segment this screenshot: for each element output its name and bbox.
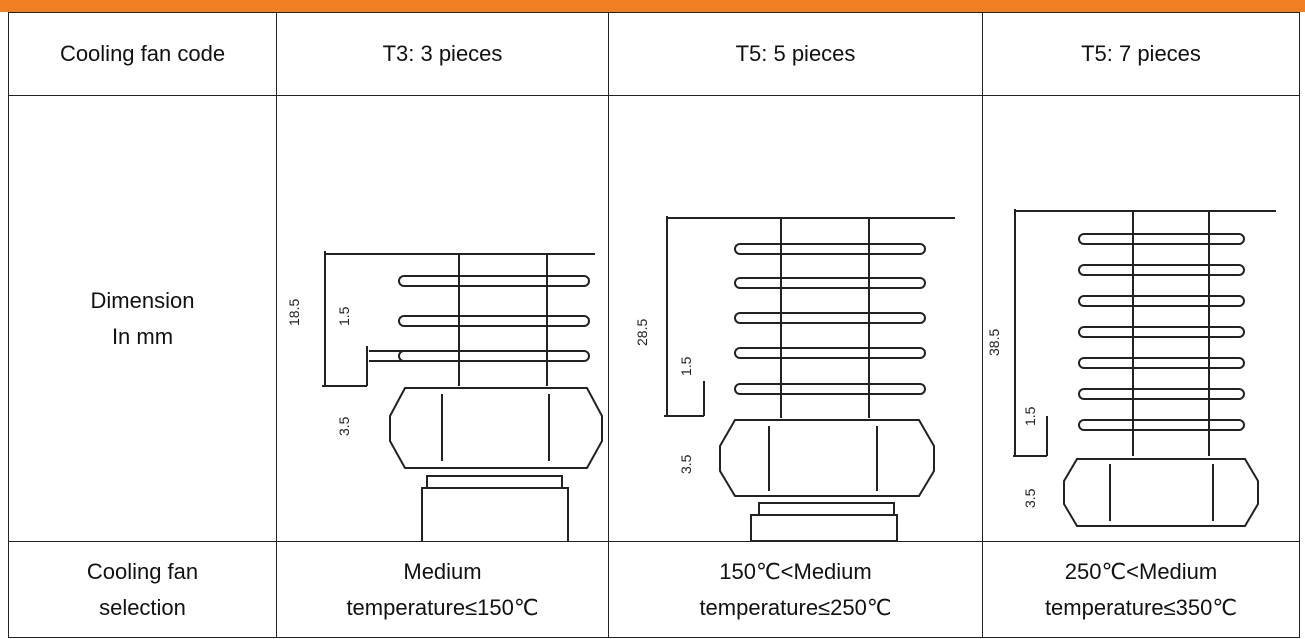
header-t3: T3: 3 pieces [276, 12, 609, 96]
drawing-cell-t5-5: 28.5 1.5 3.5 [608, 95, 983, 542]
cooling-fan-spec-table: Cooling fan code T3: 3 pieces T5: 5 piec… [8, 12, 1300, 638]
dim-fin-t5-7: 1.5 [1022, 406, 1038, 426]
dimension-label: Dimension [90, 287, 195, 313]
header-t5-5: T5: 5 pieces [608, 12, 983, 96]
selection-row: Cooling fan selection Medium temperature… [8, 541, 1300, 638]
selection-t5-5-line2: temperature≤250℃ [699, 594, 892, 620]
row-label-dimension: Dimension In mm [8, 95, 277, 542]
dimension-row: Dimension In mm [8, 95, 1300, 542]
drawing-t3: 18.5 1.5 3.5 [277, 96, 608, 541]
drawing-svg-t5-7: 38.5 1.5 3.5 [986, 209, 1276, 527]
dim-nut-t5-7: 3.5 [1022, 488, 1038, 508]
dim-overall-t3: 18.5 [286, 299, 302, 326]
selection-label-line2: selection [99, 594, 186, 620]
drawing-svg-t3: 18.5 1.5 3.5 [286, 251, 603, 541]
dim-overall-t5-5: 28.5 [634, 319, 650, 346]
dim-nut-t3: 3.5 [336, 416, 352, 436]
selection-t5-7-line1: 250℃<Medium [1064, 558, 1218, 584]
section-banner [0, 0, 1305, 12]
selection-label-line1: Cooling fan [86, 558, 199, 584]
row-label-code: Cooling fan code [8, 12, 277, 96]
drawing-cell-t3: 18.5 1.5 3.5 [276, 95, 609, 542]
dim-fin-t3: 1.5 [336, 306, 352, 326]
drawing-cell-t5-7: 38.5 1.5 3.5 [982, 95, 1300, 542]
header-t5-7: T5: 7 pieces [982, 12, 1300, 96]
selection-t5-7-line2: temperature≤350℃ [1044, 594, 1238, 620]
selection-t3: Medium temperature≤150℃ [276, 541, 609, 638]
drawing-svg-t5-5: 28.5 1.5 3.5 [634, 216, 955, 541]
dimension-unit-label: In mm [111, 323, 174, 349]
dim-fin-t5-5: 1.5 [678, 356, 694, 376]
selection-t3-line2: temperature≤150℃ [346, 594, 539, 620]
selection-t5-7: 250℃<Medium temperature≤350℃ [982, 541, 1300, 638]
drawing-t5-7: 38.5 1.5 3.5 [983, 96, 1299, 541]
selection-t3-line1: Medium [403, 558, 482, 584]
selection-t5-5-line1: 150℃<Medium [719, 558, 872, 584]
row-label-selection: Cooling fan selection [8, 541, 277, 638]
dim-nut-t5-5: 3.5 [678, 454, 694, 474]
header-row: Cooling fan code T3: 3 pieces T5: 5 piec… [8, 12, 1300, 96]
dim-overall-t5-7: 38.5 [986, 329, 1002, 356]
drawing-t5-5: 28.5 1.5 3.5 [609, 96, 982, 541]
selection-t5-5: 150℃<Medium temperature≤250℃ [608, 541, 983, 638]
